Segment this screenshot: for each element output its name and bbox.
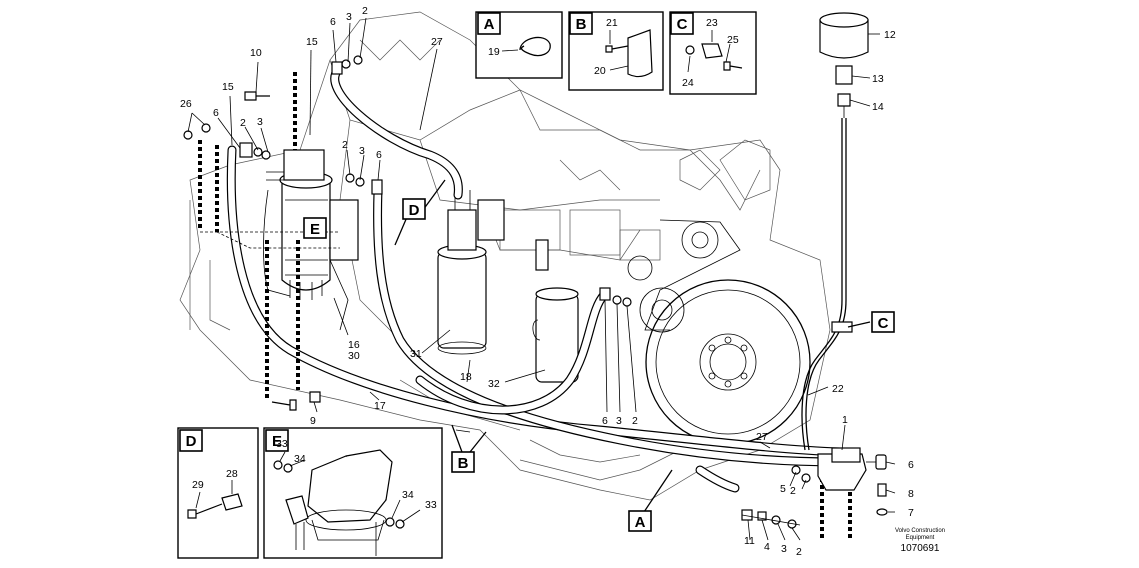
ref-2-bottom: 2 xyxy=(632,415,638,427)
ref-19: 19 xyxy=(488,46,500,58)
ref-34-top: 34 xyxy=(294,453,306,465)
ref-9: 9 xyxy=(310,415,316,427)
ref-6-left: 6 xyxy=(213,107,219,119)
callout-e: E xyxy=(303,217,327,239)
drawing-footer: Volvo Construction Equipment 1070691 xyxy=(895,528,945,554)
ref-18: 18 xyxy=(460,371,472,383)
ref-3-right: 3 xyxy=(781,543,787,555)
leader-lines xyxy=(187,17,896,541)
svg-text:C: C xyxy=(677,16,688,33)
ref-2-top: 2 xyxy=(362,5,368,17)
ref-21: 21 xyxy=(606,17,618,29)
ref-6-top: 6 xyxy=(330,16,336,28)
fuel-hoses xyxy=(226,65,847,493)
svg-text:E: E xyxy=(272,433,282,450)
ref-12: 12 xyxy=(884,29,896,41)
ref-25: 25 xyxy=(727,34,739,46)
fuel-prefilter xyxy=(263,149,359,331)
callout-b: B xyxy=(451,451,475,473)
ref-16: 16 xyxy=(348,339,360,351)
detail-box-c: C 23 25 24 xyxy=(669,11,757,95)
svg-text:A: A xyxy=(635,514,646,531)
svg-text:D: D xyxy=(409,202,420,219)
ref-20: 20 xyxy=(594,65,606,77)
ref-6-right: 6 xyxy=(908,459,914,471)
fuel-filter-main xyxy=(437,190,579,383)
svg-text:D: D xyxy=(186,433,197,450)
svg-text:A: A xyxy=(484,16,495,33)
breather-filter-assembly xyxy=(819,12,869,333)
ref-15-top: 15 xyxy=(306,36,318,48)
callout-d: D xyxy=(402,198,426,220)
ref-1: 1 xyxy=(842,414,848,426)
footer-company: Volvo Construction xyxy=(895,528,945,534)
engine-block xyxy=(179,11,831,501)
svg-text:E: E xyxy=(310,221,320,238)
footer-division: Equipment xyxy=(906,535,935,541)
ref-22: 22 xyxy=(832,383,844,395)
ref-27-top: 27 xyxy=(431,36,443,48)
ref-6-bottom: 6 xyxy=(602,415,608,427)
ref-3-top: 3 xyxy=(346,11,352,23)
ref-33-bottom: 33 xyxy=(425,499,437,511)
ref-2-right: 2 xyxy=(790,485,796,497)
ref-3-mid: 3 xyxy=(359,145,365,157)
ref-3-bottom: 3 xyxy=(616,415,622,427)
ref-14: 14 xyxy=(872,101,884,113)
ref-8: 8 xyxy=(908,488,914,500)
ref-5: 5 xyxy=(780,483,786,495)
ref-10: 10 xyxy=(250,47,262,59)
ref-11: 11 xyxy=(744,535,755,547)
ref-13: 13 xyxy=(872,73,884,85)
ref-27-bottom: 27 xyxy=(756,431,768,443)
ref-30: 30 xyxy=(348,350,360,362)
ref-33-top: 33 xyxy=(276,438,288,450)
ref-7: 7 xyxy=(908,507,914,519)
ref-2-far-right: 2 xyxy=(796,546,802,558)
ref-2-mid: 2 xyxy=(342,139,348,151)
callout-a: A xyxy=(628,510,652,532)
ref-15-left: 15 xyxy=(222,81,234,93)
ref-6-mid: 6 xyxy=(376,149,382,161)
ref-23: 23 xyxy=(706,17,718,29)
ref-31: 31 xyxy=(410,348,422,360)
ref-17: 17 xyxy=(374,400,386,412)
ref-26: 26 xyxy=(180,98,192,110)
drawing-number: 1070691 xyxy=(901,543,940,554)
ref-29: 29 xyxy=(192,479,204,491)
ref-28: 28 xyxy=(226,468,238,480)
detail-box-a: A 19 xyxy=(475,11,563,79)
detail-box-b: B 21 20 xyxy=(568,11,664,91)
detail-box-d: D 29 28 xyxy=(177,427,259,559)
dashed-assembly-lines xyxy=(198,72,852,540)
part-number-labels: 26 10 15 15 6 3 2 6 3 2 27 2 3 6 16 30 3… xyxy=(180,5,914,558)
ref-2-left: 2 xyxy=(240,117,246,129)
svg-text:C: C xyxy=(878,315,889,332)
ref-24: 24 xyxy=(682,77,694,89)
ref-32: 32 xyxy=(488,378,500,390)
svg-text:B: B xyxy=(458,455,469,472)
ref-3-left: 3 xyxy=(257,116,263,128)
detail-box-e: E 33 34 34 33 xyxy=(263,427,443,559)
svg-text:B: B xyxy=(576,16,587,33)
ref-34-bottom: 34 xyxy=(402,489,414,501)
callout-c: C xyxy=(871,311,895,333)
ref-4: 4 xyxy=(764,541,770,553)
